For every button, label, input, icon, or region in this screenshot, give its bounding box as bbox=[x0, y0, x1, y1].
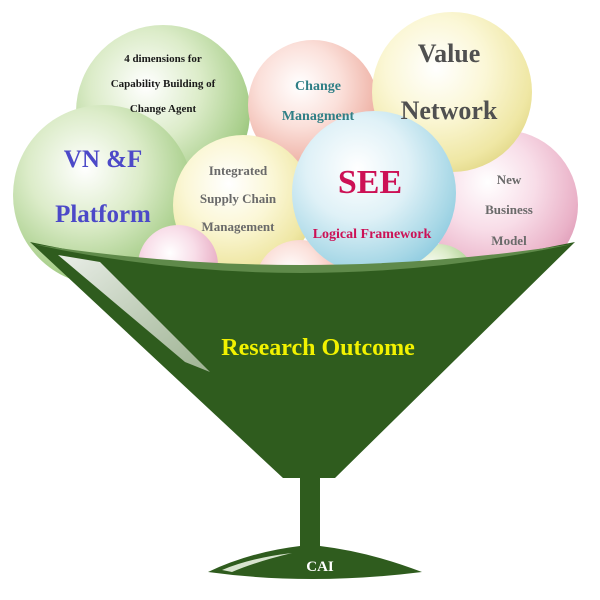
value-network-label-line-2: Network bbox=[401, 96, 498, 125]
see-label: SEE Logical Framework bbox=[313, 164, 432, 242]
glass-rim-highlight bbox=[32, 244, 573, 273]
new-business-label-line-3: Model bbox=[491, 233, 527, 248]
capability-label: 4 dimensions for Capability Building of … bbox=[111, 53, 216, 115]
new-business-label-line-1: New bbox=[497, 172, 522, 187]
supply-chain-label-line-2: Supply Chain bbox=[200, 191, 277, 206]
change-label: Change Managment bbox=[282, 79, 355, 124]
see-bubble bbox=[292, 111, 456, 275]
supply-chain-label: Integrated Supply Chain Management bbox=[200, 163, 277, 234]
base-label: CAI bbox=[306, 559, 334, 575]
change-label-line-1: Change bbox=[295, 79, 341, 94]
vnf-label-line-1: VN &F bbox=[64, 146, 142, 173]
value-network-label-line-1: Value bbox=[418, 39, 481, 68]
see-subtitle: Logical Framework bbox=[313, 227, 432, 242]
vnf-label: VN &F Platform bbox=[55, 146, 151, 228]
capability-label-line-1: 4 dimensions for bbox=[124, 53, 202, 65]
change-label-line-2: Managment bbox=[282, 109, 355, 124]
supply-chain-label-line-1: Integrated bbox=[209, 163, 268, 178]
see-title: SEE bbox=[338, 164, 402, 201]
glass-base-highlight bbox=[222, 553, 292, 572]
new-business-label: New Business Model bbox=[485, 172, 533, 248]
glass-shine bbox=[58, 255, 210, 372]
capability-label-line-3: Change Agent bbox=[130, 103, 197, 115]
glass-stem bbox=[300, 470, 320, 550]
glass-base bbox=[208, 546, 422, 579]
supply-chain-label-line-3: Management bbox=[202, 219, 276, 234]
value-network-label: Value Network bbox=[401, 39, 498, 125]
capability-label-line-2: Capability Building of bbox=[111, 78, 216, 90]
new-business-label-line-2: Business bbox=[485, 202, 533, 217]
glass-bowl bbox=[30, 242, 575, 478]
vnf-label-line-2: Platform bbox=[55, 201, 151, 228]
bowl-label: Research Outcome bbox=[221, 335, 415, 361]
